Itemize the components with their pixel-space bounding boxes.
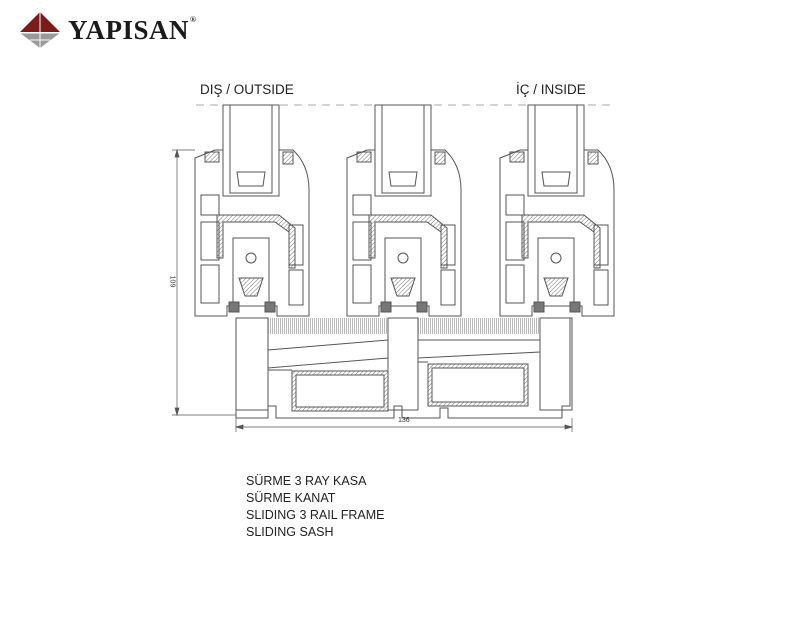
brand-logo: YAPISAN® bbox=[18, 10, 197, 50]
caption-line: SLIDING 3 RAIL FRAME bbox=[246, 508, 385, 522]
rail-frame bbox=[235, 317, 573, 419]
caption-line: SÜRME 3 RAY KASA bbox=[246, 474, 367, 488]
caption-line: SLIDING SASH bbox=[246, 525, 334, 539]
logo-text: YAPISAN® bbox=[68, 14, 197, 45]
caption-line: SÜRME KANAT bbox=[246, 491, 336, 505]
logo-pyramid-icon bbox=[20, 12, 60, 48]
dimension-lines bbox=[172, 148, 574, 432]
outside-label: DIŞ / OUTSIDE bbox=[200, 82, 294, 97]
height-dimension: 109 bbox=[168, 275, 176, 288]
sash-profile bbox=[499, 104, 615, 317]
inside-label: İÇ / INSIDE bbox=[516, 82, 586, 97]
sash-profile bbox=[346, 104, 462, 317]
sash-profile bbox=[194, 104, 310, 317]
width-dimension: 136 bbox=[398, 417, 410, 424]
profile-caption: SÜRME 3 RAY KASA SÜRME KANAT SLIDING 3 R… bbox=[246, 473, 384, 541]
